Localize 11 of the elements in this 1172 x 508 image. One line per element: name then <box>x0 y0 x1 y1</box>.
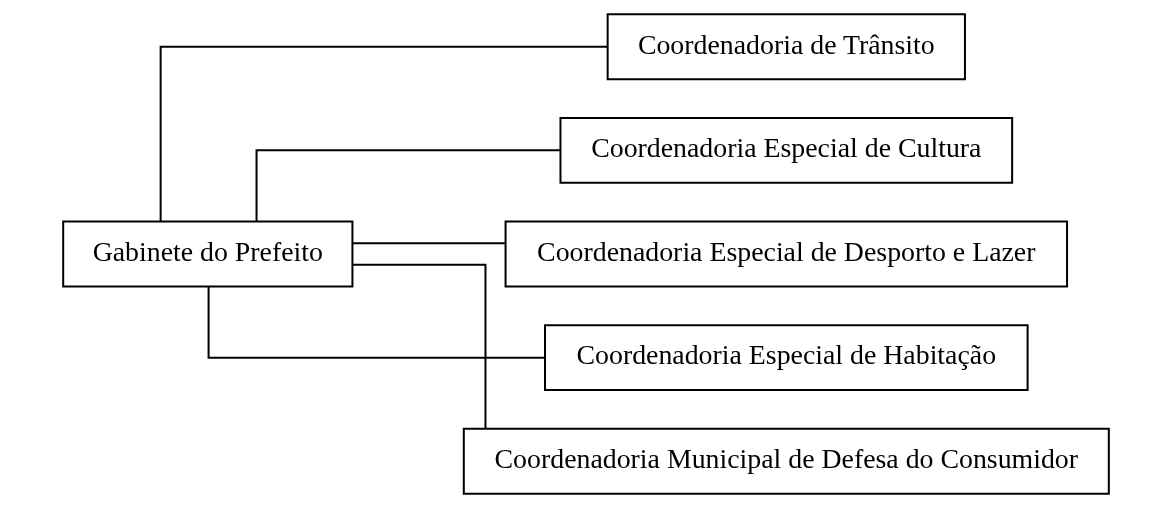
connector <box>255 149 561 222</box>
connector <box>352 263 487 429</box>
node-box: Coordenadoria Especial de Habitação <box>544 324 1029 392</box>
connector <box>159 45 608 222</box>
node-box: Coordenadoria Especial de Desporto e Lazer <box>504 220 1069 288</box>
node-box: Coordenadoria Especial de Cultura <box>559 116 1014 184</box>
connector <box>207 286 545 359</box>
node-box: Coordenadoria Municipal de Defesa do Consumidor <box>462 427 1110 495</box>
node-box: Coordenadoria de Trânsito <box>606 13 966 81</box>
node-box: Gabinete do Prefeito <box>62 220 354 288</box>
connector <box>353 242 505 245</box>
